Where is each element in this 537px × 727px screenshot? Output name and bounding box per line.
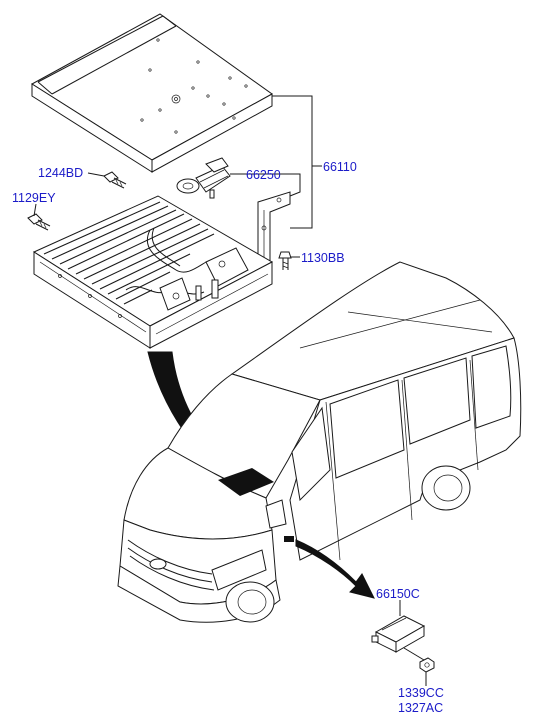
label-66250[interactable]: 66250 <box>246 168 281 182</box>
screw-1129ey <box>27 213 51 231</box>
label-66150c[interactable]: 66150C <box>376 587 420 601</box>
leader-lines <box>33 95 427 686</box>
module-location-marker <box>218 468 274 496</box>
label-1339cc[interactable]: 1339CC <box>398 686 444 700</box>
heater-tray-assembly <box>32 195 274 349</box>
label-1327ac[interactable]: 1327AC <box>398 701 443 715</box>
control-module <box>371 615 426 653</box>
controller-location-marker <box>284 536 294 542</box>
van-illustration <box>117 261 522 623</box>
label-1130bb[interactable]: 1130BB <box>301 251 345 265</box>
nut-1339cc <box>419 657 435 673</box>
label-1129ey[interactable]: 1129EY <box>12 191 56 205</box>
label-66110[interactable]: 66110 <box>323 160 357 174</box>
screw-1130bb <box>278 251 292 270</box>
label-1244bd[interactable]: 1244BD <box>38 166 83 180</box>
cover-panel <box>31 13 273 173</box>
blend-door-actuator <box>176 157 231 199</box>
screw-1244bd <box>103 171 127 189</box>
callout-arrow-controller <box>295 539 375 599</box>
